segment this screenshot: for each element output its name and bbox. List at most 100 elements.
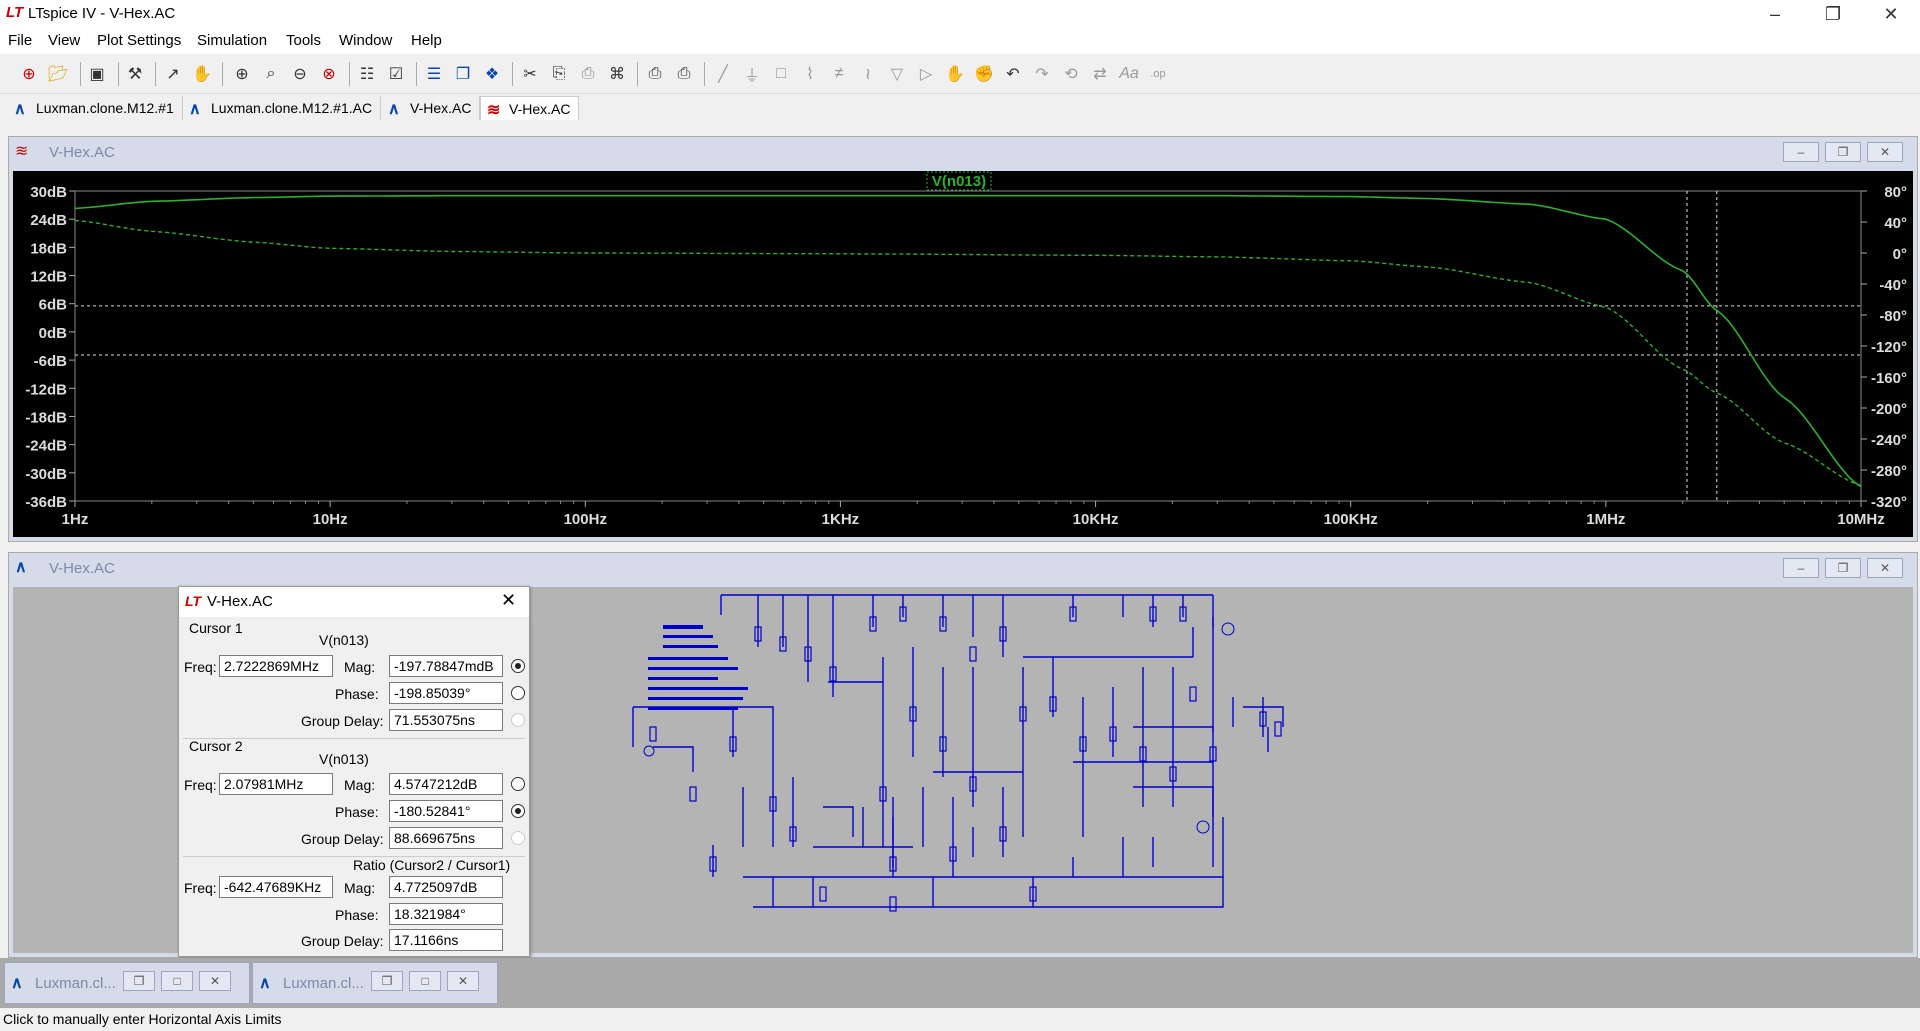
cursor2-phase-radio[interactable] — [511, 804, 525, 818]
halt-icon[interactable]: ✋ — [192, 66, 212, 83]
tile-vertical-icon[interactable]: ❖ — [484, 66, 500, 83]
y-left-tick-label[interactable]: 30dB — [30, 184, 67, 201]
ratio-mag-field[interactable]: 4.7725097dB — [389, 876, 503, 898]
menu-plot-settings[interactable]: Plot Settings — [97, 32, 182, 49]
cascade-icon[interactable]: ❐ — [455, 66, 471, 83]
mdi-close-button[interactable]: ✕ — [199, 971, 231, 991]
y-right-tick-label[interactable]: -320° — [1871, 494, 1907, 511]
menu-help[interactable]: Help — [411, 32, 442, 49]
y-left-tick-label[interactable]: -6dB — [34, 353, 68, 370]
cursor1-mag-radio[interactable] — [511, 659, 525, 673]
copy-icon[interactable]: ⎘ — [552, 65, 566, 82]
zoom-cancel-icon[interactable]: ⊗ — [322, 66, 336, 83]
zoom-in-icon[interactable]: ⊕ — [235, 66, 249, 83]
x-tick-label[interactable]: 10Hz — [313, 511, 348, 528]
cursor1-mag-field[interactable]: -197.78847mdB — [389, 655, 503, 677]
minimized-window-luxman-1[interactable]: ∧ Luxman.cl... ❐ □ ✕ — [4, 962, 250, 1004]
spice-directive-icon[interactable]: .op — [1150, 68, 1166, 80]
mdi-restore-button[interactable]: ❐ — [1825, 558, 1861, 578]
menu-simulation[interactable]: Simulation — [197, 32, 268, 49]
control-panel-icon[interactable]: ⚒ — [127, 66, 143, 83]
cursor2-group-delay-radio[interactable] — [511, 831, 525, 845]
mirror-icon[interactable]: ⇄ — [1093, 66, 1107, 83]
cursor1-freq-field[interactable]: 2.7222869MHz — [219, 655, 333, 677]
tab-vhex-ac-schematic[interactable]: ∧V-Hex.AC — [382, 96, 481, 120]
x-tick-label[interactable]: 100KHz — [1324, 511, 1378, 528]
y-right-tick-label[interactable]: -120° — [1871, 339, 1907, 356]
y-right-tick-label[interactable]: -280° — [1871, 463, 1907, 480]
ground-icon[interactable]: ⏚ — [743, 68, 760, 85]
minimize-button[interactable]: – — [1746, 0, 1804, 28]
diode-icon[interactable]: ▽ — [890, 66, 904, 83]
paste-icon[interactable]: ⎙ — [581, 65, 595, 82]
ratio-phase-field[interactable]: 18.321984° — [389, 903, 503, 925]
mdi-minimize-button[interactable]: – — [1783, 558, 1819, 578]
open-icon[interactable]: 📂︎ — [47, 66, 69, 83]
mdi-maximize-button[interactable]: □ — [409, 971, 441, 991]
find-icon[interactable]: ⌘ — [609, 66, 625, 83]
cursor2-group-delay-field[interactable]: 88.669675ns — [389, 827, 503, 849]
cursor2-freq-field[interactable]: 2.07981MHz — [219, 773, 333, 795]
wire-icon[interactable]: ╱ — [718, 66, 728, 83]
cursor2-mag-radio[interactable] — [511, 777, 525, 791]
bode-plot[interactable]: 30dB24dB18dB12dB6dB0dB-6dB-12dB-18dB-24d… — [13, 171, 1913, 537]
y-left-tick-label[interactable]: -24dB — [25, 438, 67, 455]
component-icon[interactable]: ▷ — [919, 66, 933, 83]
zoom-rect-icon[interactable]: ⌕ — [266, 65, 276, 82]
x-tick-label[interactable]: 10KHz — [1073, 511, 1119, 528]
mdi-close-button[interactable]: ✕ — [1867, 142, 1903, 162]
zoom-out-icon[interactable]: ⊖ — [293, 66, 307, 83]
y-right-tick-label[interactable]: 40° — [1884, 215, 1907, 232]
y-left-tick-label[interactable]: 6dB — [39, 297, 68, 314]
cursor1-group-delay-field[interactable]: 71.553075ns — [389, 709, 503, 731]
redo-icon[interactable]: ↷ — [1035, 66, 1049, 83]
save-icon[interactable]: ▣ — [89, 66, 105, 83]
inductor-icon[interactable]: ≀ — [865, 66, 871, 83]
autorange-icon[interactable]: ☷ — [359, 66, 375, 83]
new-schematic-icon[interactable]: ⊕ — [22, 66, 36, 83]
print-icon[interactable]: ⎙ — [677, 65, 691, 82]
y-left-tick-label[interactable]: 12dB — [30, 269, 67, 286]
x-tick-label[interactable]: 100Hz — [564, 511, 607, 528]
y-right-tick-label[interactable]: -200° — [1871, 401, 1907, 418]
mdi-maximize-button[interactable]: □ — [161, 971, 193, 991]
minimized-window-luxman-2[interactable]: ∧ Luxman.cl... ❐ □ ✕ — [252, 962, 498, 1004]
resistor-icon[interactable]: ⌇ — [806, 66, 814, 83]
y-right-tick-label[interactable]: -80° — [1879, 308, 1907, 325]
x-tick-label[interactable]: 1KHz — [822, 511, 860, 528]
rotate-icon[interactable]: ⟲ — [1064, 66, 1078, 83]
y-right-tick-label[interactable]: -160° — [1871, 370, 1907, 387]
undo-icon[interactable]: ↶ — [1006, 66, 1020, 83]
drag-icon[interactable]: ✊ — [974, 66, 994, 83]
schematic-drawing[interactable] — [13, 587, 1913, 953]
cursor2-phase-field[interactable]: -180.52841° — [389, 800, 503, 822]
ratio-group-delay-field[interactable]: 17.1166ns — [389, 929, 503, 951]
y-left-tick-label[interactable]: -30dB — [25, 466, 67, 483]
label-icon[interactable]: □ — [776, 65, 786, 82]
x-tick-label[interactable]: 10MHz — [1837, 511, 1885, 528]
mdi-restore-button[interactable]: ❐ — [371, 971, 403, 991]
cursor1-phase-field[interactable]: -198.85039° — [389, 682, 503, 704]
x-tick-label[interactable]: 1Hz — [62, 511, 89, 528]
ratio-freq-field[interactable]: -642.47689KHz — [219, 876, 333, 898]
dialog-close-button[interactable]: ✕ — [501, 590, 516, 611]
y-right-tick-label[interactable]: -240° — [1871, 432, 1907, 449]
y-left-tick-label[interactable]: -18dB — [25, 409, 67, 426]
capacitor-icon[interactable]: ≠ — [834, 65, 844, 82]
cursor1-phase-radio[interactable] — [511, 686, 525, 700]
y-left-tick-label[interactable]: -36dB — [25, 494, 67, 511]
trace-label[interactable]: V(n013) — [932, 173, 986, 190]
mdi-close-button[interactable]: ✕ — [447, 971, 479, 991]
move-icon[interactable]: ✋ — [945, 66, 965, 83]
tab-vhex-ac-waveform[interactable]: ≋V-Hex.AC — [480, 96, 580, 120]
run-icon[interactable]: ↗ — [166, 66, 180, 83]
mdi-restore-button[interactable]: ❐ — [123, 971, 155, 991]
text-icon[interactable]: Aa — [1119, 65, 1139, 82]
x-tick-label[interactable]: 1MHz — [1586, 511, 1625, 528]
tab-luxman-m12-ac[interactable]: ∧Luxman.clone.M12.#1.AC — [183, 96, 382, 120]
mdi-restore-button[interactable]: ❐ — [1825, 142, 1861, 162]
tab-luxman-m12[interactable]: ∧Luxman.clone.M12.#1 — [8, 96, 183, 120]
mdi-close-button[interactable]: ✕ — [1867, 558, 1903, 578]
y-left-tick-label[interactable]: 24dB — [30, 212, 67, 229]
